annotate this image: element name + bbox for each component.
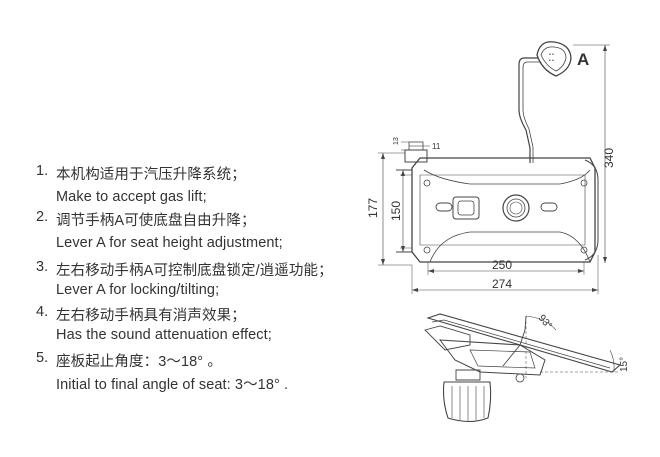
lever-a-handle: • • • • A (518, 41, 589, 163)
lever-label: A (577, 50, 589, 69)
dim-13-label: 13 (393, 137, 400, 145)
angle-93-label: 93° (536, 313, 554, 332)
mechanism-side-view: 93° 15° (424, 313, 630, 423)
dim-177: 177 (366, 152, 412, 266)
dim-11-label: 11 (432, 142, 441, 151)
dim-274: 274 (411, 255, 599, 294)
dim-150-label: 150 (389, 201, 403, 221)
svg-text:• •: • • (549, 58, 554, 64)
dim-13-11: 13 11 (393, 137, 441, 151)
dim-250: 250 (427, 258, 585, 275)
base-plate-top-view (396, 141, 599, 263)
dim-274-label: 274 (492, 277, 512, 291)
svg-text:• •: • • (549, 52, 554, 58)
dim-340: 340 (573, 44, 616, 263)
dim-150: 150 (389, 170, 405, 252)
dim-177-label: 177 (366, 198, 380, 218)
angle-15-label: 15° (619, 357, 630, 372)
dim-340-label: 340 (602, 148, 616, 168)
dim-250-label: 250 (492, 258, 512, 272)
